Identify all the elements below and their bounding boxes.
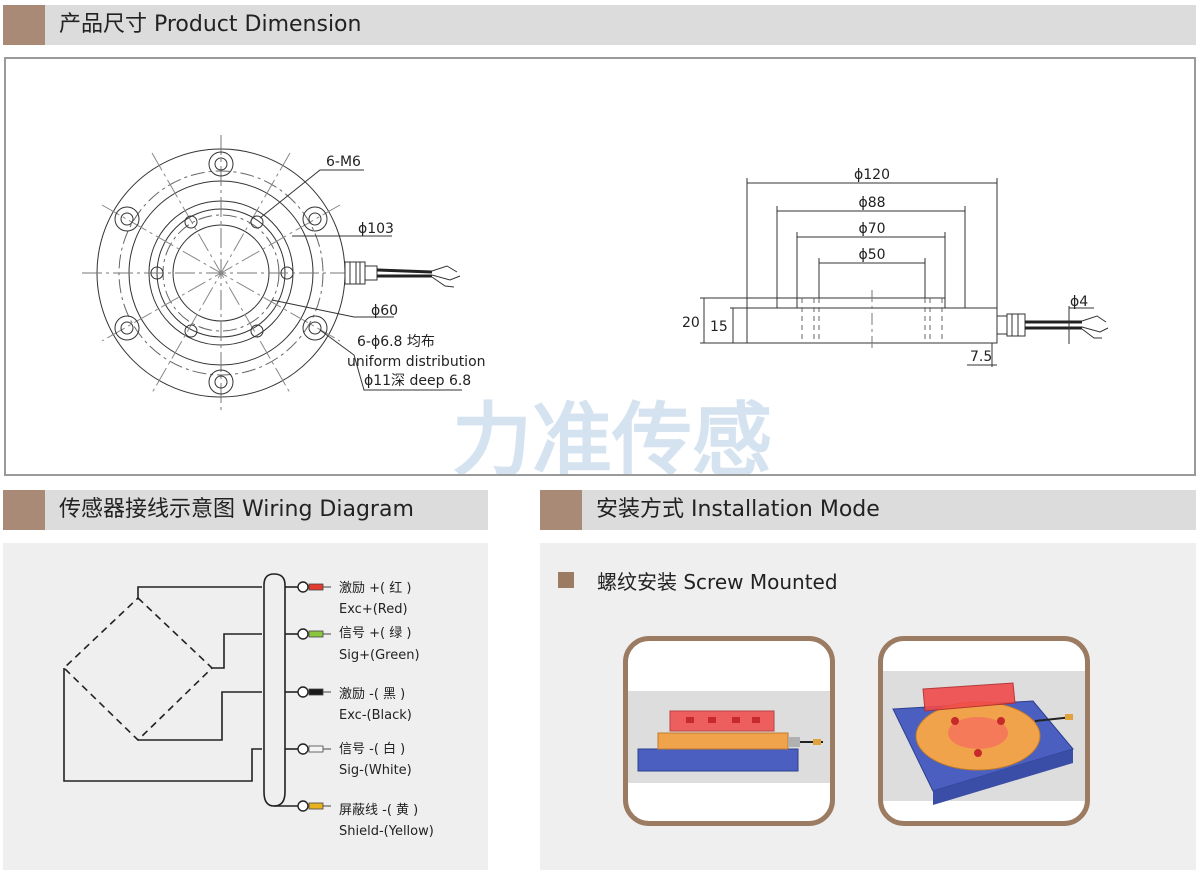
- label-counterbore: ϕ11深 deep 6.8: [364, 373, 471, 389]
- wire-labels: 激励 +( 红 ) Exc+(Red) 信号 +( 绿 ) Sig+(Green…: [339, 580, 434, 839]
- installation-mode-header: 安装方式 Installation Mode: [540, 490, 1196, 530]
- wire-label-en: Exc-(Black): [339, 708, 412, 723]
- label-6-m6: 6-M6: [326, 154, 361, 170]
- wire-terminal: [297, 800, 331, 812]
- install-photo-side: [623, 636, 835, 826]
- wire-terminal: [297, 628, 331, 640]
- wire-label-cn: 激励 +( 红 ): [339, 580, 411, 596]
- label-d60: ϕ60: [371, 303, 398, 319]
- wire-terminal: [297, 743, 331, 755]
- label-d4: ϕ4: [1070, 294, 1088, 310]
- header-accent: [3, 5, 45, 45]
- wire-label-en: Sig-(White): [339, 763, 412, 778]
- wiring-diagram-header: 传感器接线示意图 Wiring Diagram: [3, 490, 488, 530]
- product-dimension-header: 产品尺寸 Product Dimension: [3, 5, 1196, 45]
- label-d103: ϕ103: [358, 221, 394, 237]
- side-mount-illustration: [628, 691, 830, 783]
- side-view: [700, 178, 1109, 367]
- bullet-marker: [558, 572, 574, 588]
- header-accent: [540, 490, 582, 530]
- install-photo-perspective: [878, 636, 1090, 826]
- dimension-drawing-panel: 力准传感: [4, 57, 1196, 487]
- dimension-drawing: 力准传感: [82, 135, 1109, 487]
- wire-label-en: Shield-(Yellow): [339, 824, 434, 839]
- wire-terminal: [297, 581, 331, 593]
- front-view: [82, 135, 462, 410]
- section-title: 安装方式 Installation Mode: [596, 497, 880, 522]
- mounting-holes-outer: [114, 151, 328, 395]
- label-6-d6-8: 6-ϕ6.8 均布: [357, 334, 435, 350]
- label-h15: 15: [710, 319, 728, 335]
- wire-label-cn: 屏蔽线 -( 黄 ): [339, 803, 418, 818]
- watermark-text: 力准传感: [452, 394, 772, 474]
- label-h20: 20: [682, 315, 700, 331]
- wire-terminals: [297, 581, 331, 812]
- threaded-holes-inner: [150, 215, 294, 338]
- header-accent: [3, 490, 45, 530]
- label-w7-5: 7.5: [970, 349, 992, 365]
- section-title: 传感器接线示意图 Wiring Diagram: [59, 497, 414, 522]
- label-d120: ϕ120: [854, 167, 890, 183]
- label-d70: ϕ70: [858, 221, 885, 237]
- perspective-mount-illustration: [883, 671, 1085, 805]
- wire-label-en: Exc+(Red): [339, 602, 408, 617]
- wiring-diagram: 激励 +( 红 ) Exc+(Red) 信号 +( 绿 ) Sig+(Green…: [62, 573, 434, 839]
- wire-label-cn: 激励 -( 黑 ): [339, 687, 405, 702]
- wire-terminal: [297, 686, 331, 698]
- label-d88: ϕ88: [858, 195, 885, 211]
- side-view-labels: ϕ120 ϕ88 ϕ70 ϕ50 20 15 7.5 ϕ4: [682, 167, 1088, 365]
- wire-label-cn: 信号 +( 绿 ): [339, 626, 411, 641]
- section-title: 产品尺寸 Product Dimension: [59, 12, 362, 37]
- wire-label-en: Sig+(Green): [339, 648, 420, 663]
- wiring-panel: 激励 +( 红 ) Exc+(Red) 信号 +( 绿 ) Sig+(Green…: [3, 543, 488, 870]
- screw-mounted-label: 螺纹安装 Screw Mounted: [597, 570, 838, 594]
- wire-label-cn: 信号 -( 白 ): [339, 741, 405, 757]
- label-uniform-distribution: uniform distribution: [347, 354, 486, 370]
- label-d50: ϕ50: [858, 247, 885, 263]
- front-view-labels: 6-M6 ϕ103 ϕ60 6-ϕ6.8 均布 uniform distribu…: [326, 154, 486, 389]
